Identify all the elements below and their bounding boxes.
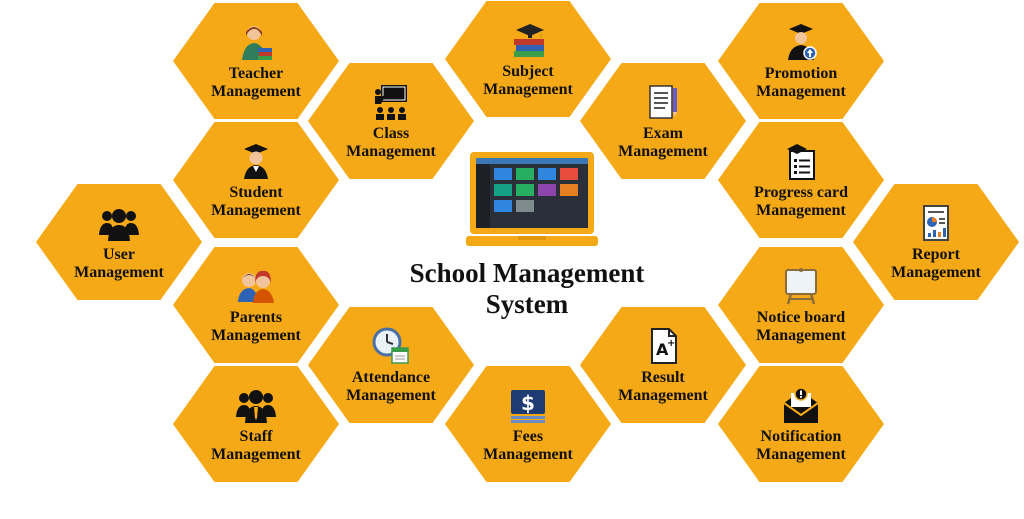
result-grade-icon: A +: [651, 327, 677, 364]
hex-result-management: A + Result Management: [580, 307, 746, 423]
promotion-label-line1: Promotion: [764, 64, 838, 82]
dollar-icon: $: [511, 389, 545, 423]
envelope-alert-icon: [783, 386, 819, 423]
title-line1: School Management: [409, 258, 645, 288]
teacher-label-line2: Management: [211, 82, 301, 100]
books-icon: [514, 23, 544, 57]
class-label-line2: Management: [346, 142, 436, 160]
users-group-icon: [99, 208, 139, 241]
parents-label-line2: Management: [211, 326, 301, 344]
hex-subject-management: Subject Management: [445, 1, 611, 117]
staff-label-line1: Staff: [239, 427, 273, 445]
student-label-line2: Management: [211, 201, 301, 219]
hex-report-management: Report Management: [853, 184, 1019, 300]
classroom-icon: [375, 84, 407, 120]
hex-teacher-management: Teacher Management: [173, 3, 339, 119]
hex-exam-management: Exam Management: [580, 63, 746, 179]
attendance-label-line1: Attendance: [351, 368, 431, 386]
hex-notification-management: Notification Management: [718, 366, 884, 482]
hex-user-management: User Management: [36, 184, 202, 300]
report-icon: [923, 204, 949, 241]
notification-label-line1: Notification: [760, 427, 842, 445]
hex-student-management: Student Management: [173, 122, 339, 238]
result-label-line2: Management: [618, 386, 708, 404]
hex-parents-management: Parents Management: [173, 247, 339, 363]
teacher-icon: [242, 25, 272, 60]
notification-label-line2: Management: [756, 445, 846, 463]
hex-class-management: Class Management: [308, 63, 474, 179]
notice-label-line2: Management: [756, 326, 846, 344]
hex-progress-card-management: Progress card Management: [718, 122, 884, 238]
subject-label-line2: Management: [483, 80, 573, 98]
user-label-line1: User: [103, 245, 135, 263]
user-label-line2: Management: [74, 263, 164, 281]
fees-label-line1: Fees: [512, 427, 544, 445]
attendance-label-line2: Management: [346, 386, 436, 404]
hex-fees-management: $ Fees Management: [445, 366, 611, 482]
hex-notice-board-management: Notice board Management: [718, 247, 884, 363]
hex-promotion-management: Promotion Management: [718, 3, 884, 119]
student-icon: [244, 143, 268, 179]
notice-label-line1: Notice board: [756, 308, 846, 326]
exam-paper-icon: [649, 84, 677, 119]
progress-label-line2: Management: [756, 201, 846, 219]
diagram-title: School Management System: [362, 258, 692, 320]
student-label-line1: Student: [229, 183, 283, 201]
promotion-label-line2: Management: [756, 82, 846, 100]
attendance-clock-icon: [372, 327, 409, 364]
teacher-label-line1: Teacher: [228, 64, 284, 82]
report-label-line2: Management: [891, 263, 981, 281]
result-label-line1: Result: [641, 368, 685, 386]
title-line2: System: [485, 289, 569, 319]
class-label-line1: Class: [372, 124, 410, 142]
progress-label-line1: Progress card: [753, 183, 849, 201]
progress-card-icon: [787, 143, 815, 180]
hex-staff-management: Staff Management: [173, 366, 339, 482]
svg-text:$: $: [521, 391, 535, 415]
hex-attendance-management: Attendance Management: [308, 307, 474, 423]
staff-label-line2: Management: [211, 445, 301, 463]
laptop-dashboard-icon: [466, 152, 598, 246]
exam-label-line2: Management: [618, 142, 708, 160]
subject-label-line1: Subject: [502, 62, 554, 80]
svg-text:+: +: [667, 338, 675, 349]
svg-text:A: A: [656, 340, 669, 359]
fees-label-line2: Management: [483, 445, 573, 463]
exam-label-line1: Exam: [642, 124, 683, 142]
parents-label-line1: Parents: [229, 308, 283, 326]
staff-group-icon: [236, 389, 276, 423]
graduate-promotion-icon: [788, 23, 817, 60]
report-label-line1: Report: [912, 245, 960, 263]
notice-board-icon: [785, 267, 817, 304]
parents-icon: [238, 270, 274, 303]
